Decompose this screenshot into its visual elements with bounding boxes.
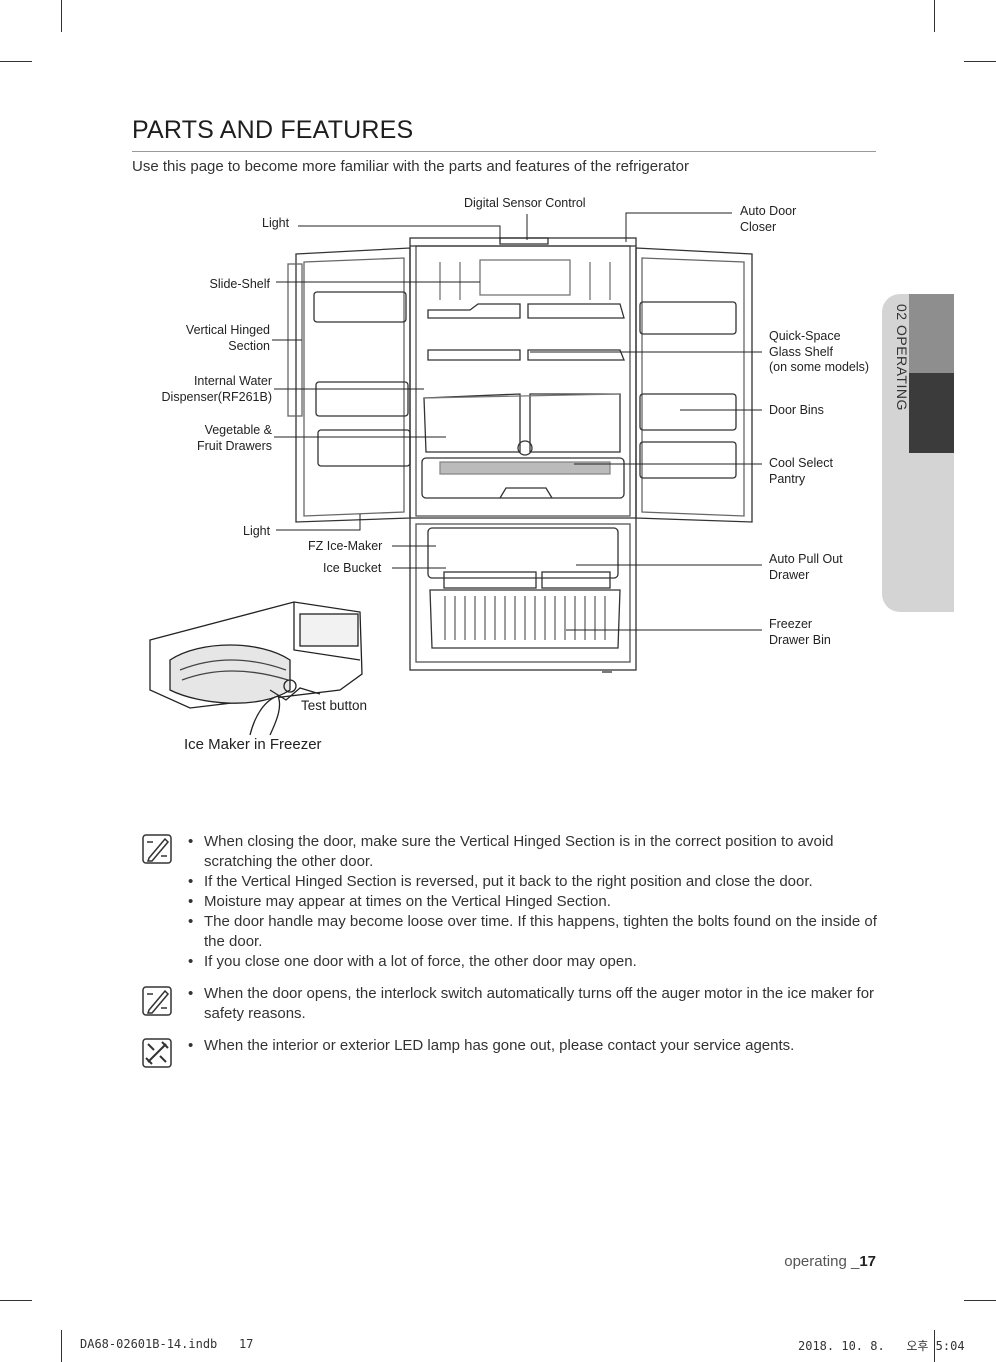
label-light-top: Light (262, 216, 290, 230)
list-item: If the Vertical Hinged Section is revers… (188, 872, 880, 892)
title-divider (132, 151, 876, 152)
label-cool-select-pantry: Cool Select Pantry (769, 456, 833, 486)
list-item: If you close one door with a lot of forc… (188, 952, 880, 972)
label-test-button: Test button (301, 698, 368, 713)
label-auto-door-closer: Auto Door Closer (740, 204, 797, 234)
ice-maker-caption: Ice Maker in Freezer (184, 736, 322, 753)
label-vertical-hinged-section: Vertical Hinged Section (185, 323, 270, 353)
note-pencil-icon (142, 834, 172, 864)
label-digital-sensor-control: Digital Sensor Control (464, 196, 586, 210)
label-slide-shelf: Slide-Shelf (209, 277, 270, 291)
label-auto-pull-out-drawer: Auto Pull Out Drawer (769, 552, 843, 582)
refrigerator-diagram (149, 212, 762, 736)
note-block: When the interior or exterior LED lamp h… (140, 1036, 880, 1068)
list-item: When closing the door, make sure the Ver… (188, 832, 880, 872)
list-item: The door handle may become loose over ti… (188, 912, 880, 952)
page-number: operating _17 (784, 1253, 876, 1270)
note-pencil-icon (142, 986, 172, 1016)
list-item: When the door opens, the interlock switc… (188, 984, 880, 1024)
print-date-info: 2018. 10. 8. 오후 5:04 (798, 1339, 965, 1353)
crop-mark (964, 61, 996, 62)
page-title: PARTS AND FEATURES (132, 116, 414, 144)
note-block: When the door opens, the interlock switc… (140, 984, 880, 1024)
label-ice-bucket: Ice Bucket (323, 561, 382, 575)
crop-mark (0, 61, 32, 62)
note-block: When closing the door, make sure the Ver… (140, 832, 880, 972)
crop-mark (0, 1300, 32, 1301)
label-freezer-drawer-bin: Freezer Drawer Bin (769, 617, 831, 647)
label-quick-space-shelf: Quick-Space Glass Shelf (on some models) (769, 329, 870, 374)
crop-mark (61, 1330, 62, 1362)
page-subtitle: Use this page to become more familiar wi… (132, 158, 689, 175)
notes-section: When closing the door, make sure the Ver… (140, 832, 880, 1068)
crop-mark (61, 0, 62, 32)
tools-icon (142, 1038, 172, 1068)
section-tab-light (909, 294, 954, 373)
list-item: When the interior or exterior LED lamp h… (188, 1036, 880, 1056)
crop-mark (934, 1330, 935, 1362)
label-light-bottom: Light (243, 524, 271, 538)
crop-mark (934, 0, 935, 32)
label-fz-ice-maker: FZ Ice-Maker (308, 539, 383, 553)
crop-mark (964, 1300, 996, 1301)
print-file-info: DA68-02601B-14.indb 17 (80, 1337, 254, 1351)
list-item: Moisture may appear at times on the Vert… (188, 892, 880, 912)
label-vegetable-fruit-drawers: Vegetable & Fruit Drawers (196, 423, 272, 453)
label-internal-water-dispenser: Internal Water Dispenser(RF261B) (161, 374, 272, 404)
label-door-bins: Door Bins (769, 403, 824, 417)
section-tab-marker (909, 373, 954, 453)
